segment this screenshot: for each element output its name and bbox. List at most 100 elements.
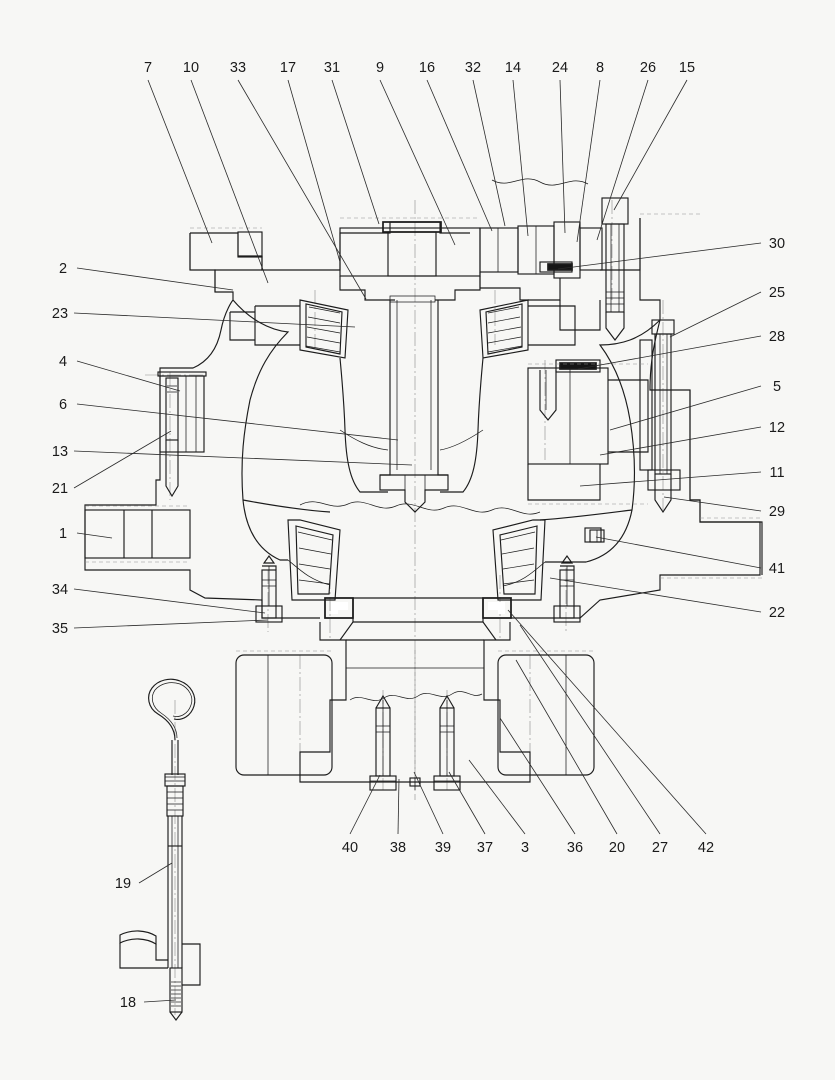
callout-label-30: 30 (769, 236, 785, 252)
callout-label-39: 39 (435, 840, 451, 856)
callout-label-5: 5 (773, 379, 781, 395)
bearing-left-upper (229, 299, 349, 359)
callout-label-12: 12 (769, 420, 785, 436)
leader-line-8 (576, 79, 601, 243)
callout-label-13: 13 (52, 444, 68, 460)
leader-line-19 (138, 862, 173, 884)
bolt-bottom-right (433, 694, 461, 791)
callout-20: 20 (515, 659, 625, 856)
callout-label-42: 42 (698, 840, 714, 856)
callout-2: 2 (59, 261, 234, 291)
callout-32: 32 (465, 60, 506, 227)
left-mount-flange (84, 505, 191, 563)
callout-label-33: 33 (230, 60, 246, 76)
leader-line-22 (549, 577, 762, 613)
callout-27: 27 (519, 624, 668, 856)
callout-label-29: 29 (769, 504, 785, 520)
leader-line-35 (73, 619, 269, 629)
bolt-left-upper (157, 371, 207, 498)
leader-line-23 (73, 312, 356, 328)
leader-line-34 (73, 588, 266, 614)
callout-25: 25 (669, 285, 785, 338)
leader-line-18 (143, 999, 177, 1003)
callout-36: 36 (499, 717, 583, 856)
callout-42: 42 (507, 609, 714, 856)
callout-14: 14 (505, 60, 529, 237)
callout-9: 9 (376, 60, 456, 246)
leader-line-41 (595, 536, 762, 569)
callout-12: 12 (599, 420, 785, 456)
leader-line-17 (287, 79, 341, 263)
yoke-flange-right (479, 218, 641, 331)
section-break-line (299, 178, 589, 515)
callout-label-6: 6 (59, 397, 67, 413)
callout-35: 35 (52, 619, 269, 637)
leader-line-42 (507, 609, 707, 835)
callout-23: 23 (52, 306, 356, 328)
callout-30: 30 (557, 236, 785, 270)
callout-label-20: 20 (609, 840, 625, 856)
bearing-left-lower (287, 519, 341, 601)
leader-line-30 (557, 242, 762, 270)
bottom-small-fastener (409, 777, 421, 790)
leader-line-16 (426, 79, 493, 232)
bolt-bottom-left (369, 694, 397, 791)
bolt-lower-left (255, 555, 283, 623)
callout-19: 19 (115, 862, 173, 892)
callout-label-22: 22 (769, 605, 785, 621)
leader-line-32 (472, 79, 506, 227)
block-41 (589, 529, 605, 543)
housing-inner-cavity (232, 299, 661, 587)
callout-24: 24 (552, 60, 568, 234)
callout-label-16: 16 (419, 60, 435, 76)
callout-label-41: 41 (769, 561, 785, 577)
leader-line-6 (76, 403, 399, 441)
dipstick-detail-view (119, 678, 201, 1021)
callout-label-35: 35 (52, 621, 68, 637)
callout-13: 13 (52, 444, 413, 466)
leader-line-21 (73, 430, 172, 489)
leader-line-29 (663, 496, 762, 512)
seal-right (482, 597, 512, 619)
callout-label-37: 37 (477, 840, 493, 856)
callout-8: 8 (576, 60, 604, 243)
callout-label-28: 28 (769, 329, 785, 345)
leader-line-40 (349, 774, 381, 835)
leader-line-1 (76, 532, 113, 539)
callout-label-10: 10 (183, 60, 199, 76)
callout-label-11: 11 (769, 465, 784, 481)
callout-16: 16 (419, 60, 493, 232)
right-outer-flange (660, 390, 763, 579)
callout-10: 10 (183, 60, 269, 284)
callout-3: 3 (468, 759, 529, 856)
leader-line-31 (331, 79, 380, 225)
callout-label-3: 3 (521, 840, 529, 856)
leader-line-25 (669, 291, 762, 338)
bolt-right-upper (639, 319, 681, 514)
leader-line-39 (413, 771, 444, 835)
callout-18: 18 (120, 995, 177, 1011)
callout-26: 26 (596, 60, 656, 241)
callout-41: 41 (595, 536, 785, 577)
right-shaft-hub (527, 359, 649, 543)
leader-line-33 (237, 79, 367, 300)
leader-line-12 (599, 426, 762, 456)
bearing-right-lower (492, 519, 546, 601)
leader-line-15 (613, 79, 688, 211)
callout-label-25: 25 (769, 285, 785, 301)
leader-line-4 (76, 360, 181, 392)
callout-label-4: 4 (59, 354, 67, 370)
callout-label-8: 8 (596, 60, 604, 76)
callout-29: 29 (663, 496, 785, 520)
callout-17: 17 (280, 60, 341, 263)
leader-line-37 (448, 771, 486, 835)
leader-line-24 (559, 79, 566, 234)
leader-line-2 (76, 267, 234, 291)
callout-28: 28 (577, 329, 785, 370)
callout-label-15: 15 (679, 60, 695, 76)
callout-31: 31 (324, 60, 380, 225)
callout-label-27: 27 (652, 840, 668, 856)
callout-40: 40 (342, 774, 381, 856)
